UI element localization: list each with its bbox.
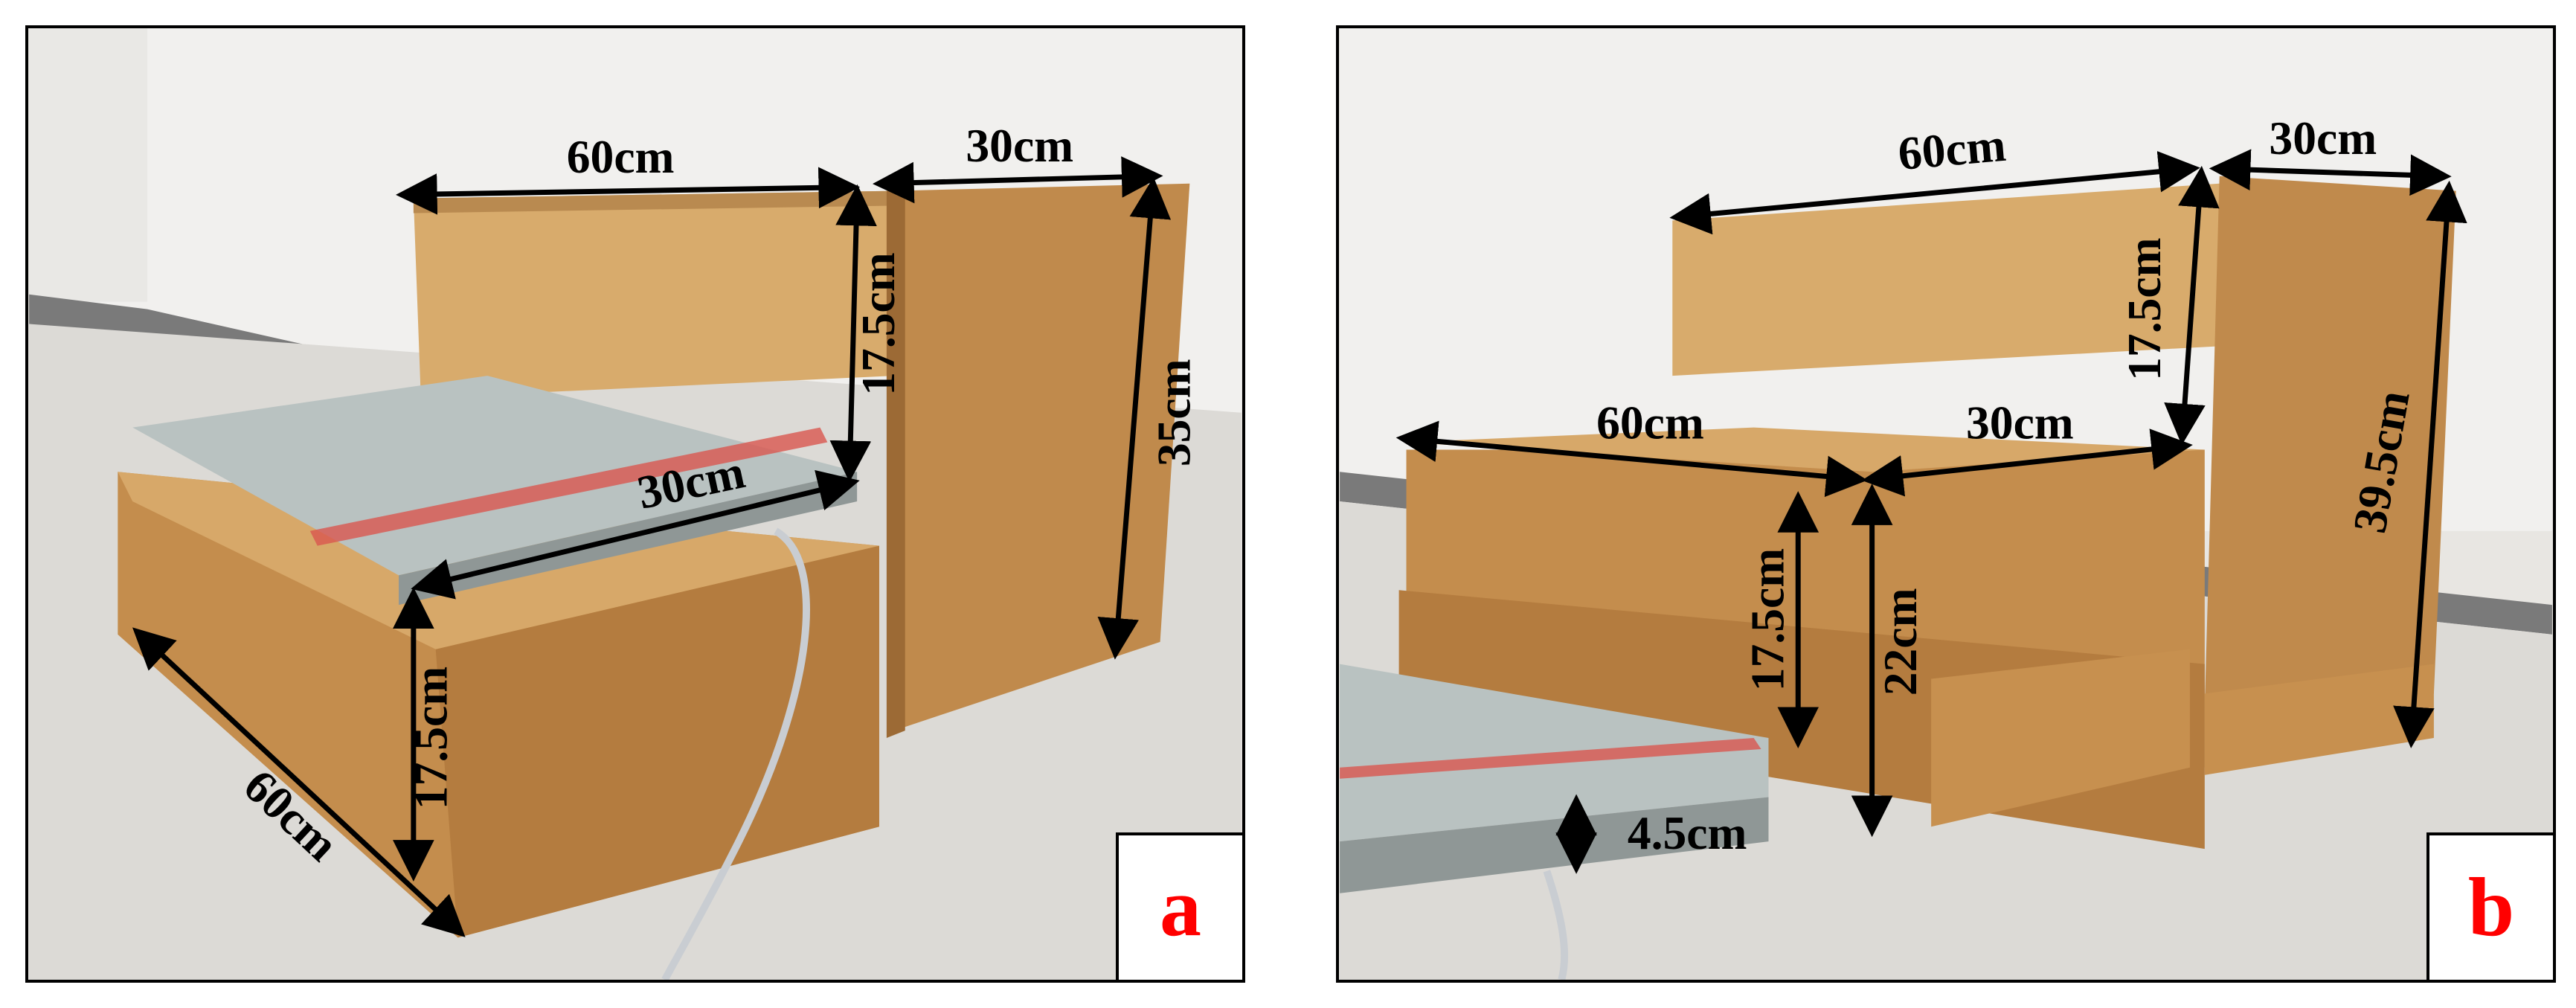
wall-corner: [29, 28, 148, 302]
panel-tag-letter: a: [1160, 861, 1201, 954]
label-top-depth: 30cm: [2269, 112, 2377, 164]
label-lower-height: 17.5cm: [405, 667, 457, 810]
label-upper-height: 17.5cm: [2118, 237, 2171, 381]
label-step-width: 60cm: [1596, 397, 1704, 449]
arrow-side-height: [1097, 176, 1172, 660]
arrow-top-depth: [2209, 149, 2452, 196]
label-top-depth: 30cm: [966, 119, 1073, 172]
side-step: [2204, 664, 2434, 775]
label-base-height: 22cm: [1874, 588, 1927, 696]
panel-tag-b: b: [2426, 832, 2553, 980]
upper-board: [413, 190, 894, 398]
arrow-upper-height: [2164, 165, 2220, 446]
panel-tag-a: a: [1116, 832, 1242, 980]
base-box-front: [435, 545, 879, 938]
photo-panel-b: 60cm 30cm 17.5cm 39.5cm 60cm 30cm 17.5cm…: [1336, 25, 2556, 983]
tape-strip: [1340, 738, 1761, 779]
front-step: [1931, 649, 2190, 827]
label-plate-height: 4.5cm: [1628, 806, 1747, 859]
arrow-plate-depth: [411, 469, 860, 600]
label-step-height: 17.5cm: [1741, 548, 1793, 692]
arrow-upper-height: [829, 184, 877, 483]
label-upper-height: 17.5cm: [852, 252, 905, 396]
label-step-depth: 30cm: [1966, 397, 2074, 449]
label-top-width: 60cm: [1896, 118, 2008, 180]
arrow-top-width: [1669, 151, 2200, 235]
panel-tag-letter: b: [2467, 861, 2515, 954]
panel-a-illustration: 60cm 30cm 17.5cm 35cm 30cm 17.5cm 60cm: [29, 28, 1242, 980]
arrow-top-width: [396, 167, 861, 215]
cable: [1543, 870, 1569, 980]
side-panel-edge: [886, 190, 905, 739]
arrow-side-height: [2393, 180, 2467, 748]
arrow-step-depth: [1861, 428, 2193, 497]
force-plate-edge: [1340, 797, 1769, 893]
panel-b-illustration: 60cm 30cm 17.5cm 39.5cm 60cm 30cm 17.5cm…: [1340, 28, 2552, 980]
label-side-height: 35cm: [1147, 359, 1200, 466]
arrow-step-width: [1395, 420, 1868, 498]
label-top-width: 60cm: [567, 130, 675, 183]
arrow-base-length: [132, 627, 466, 937]
photo-panel-a: 60cm 30cm 17.5cm 35cm 30cm 17.5cm 60cm a: [25, 25, 1245, 983]
